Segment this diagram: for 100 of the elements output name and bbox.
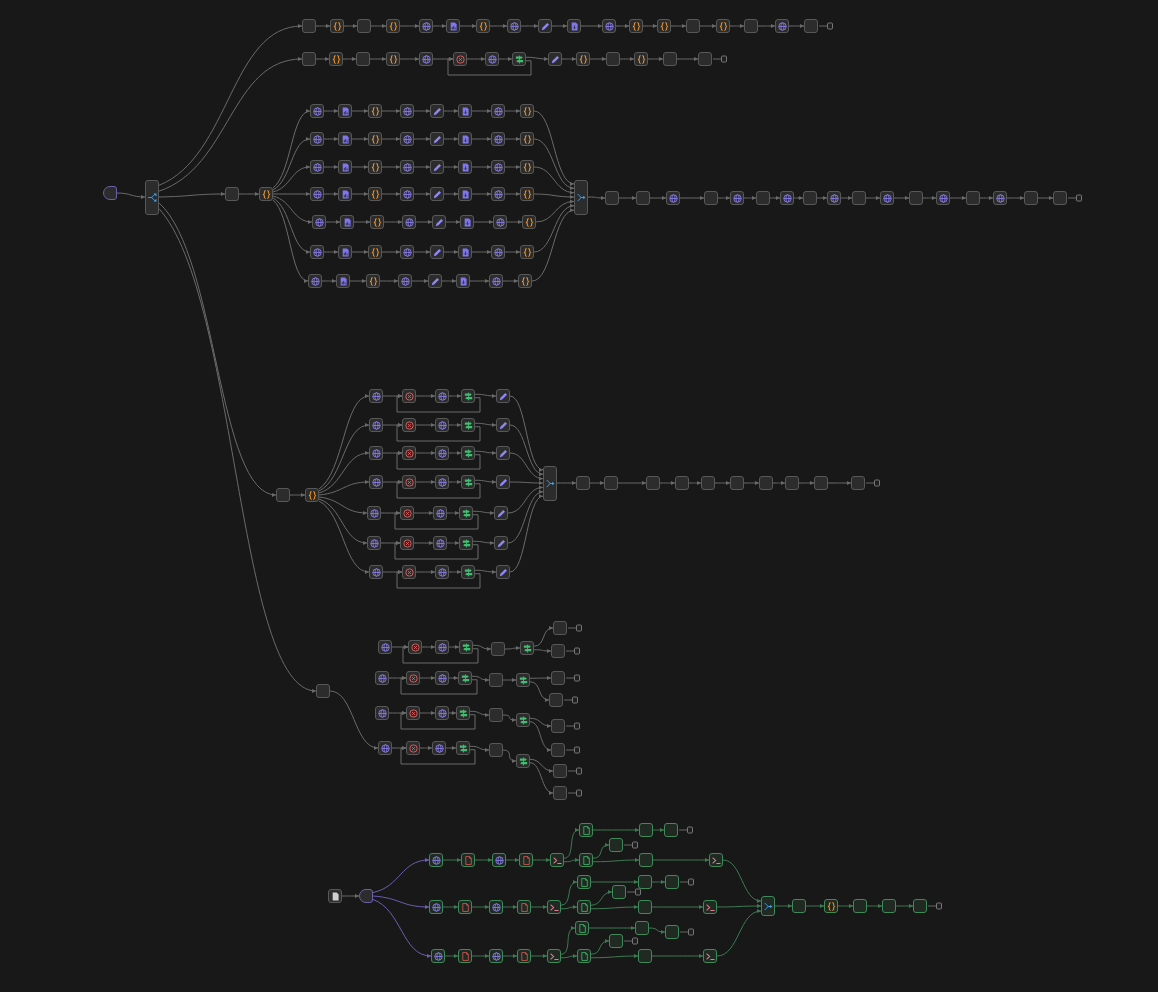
connector-arrow: [448, 675, 459, 681]
trigger-node: [359, 889, 373, 903]
connector-arrow: [419, 675, 436, 681]
connector-arrow: [432, 23, 447, 29]
connector-arrow: [448, 644, 460, 650]
connector-arrow: [399, 23, 420, 29]
workflow-node: [356, 52, 370, 66]
connector-arrow: [323, 191, 339, 197]
connector-arrow: [381, 136, 401, 142]
connector-arrow: [400, 745, 476, 765]
connector-arrow: [688, 480, 702, 486]
connector-arrow: [272, 195, 313, 224]
workflow-node: [553, 621, 567, 635]
connector-arrow: [533, 648, 552, 654]
connector-arrow: [318, 423, 370, 492]
connector-arrow: [489, 23, 508, 29]
connector-arrow: [318, 451, 370, 494]
connector-arrow: [399, 56, 420, 62]
connector-arrow: [535, 199, 575, 223]
connector-arrow: [443, 191, 459, 197]
connector-arrow: [415, 479, 436, 485]
workflow-node: [636, 191, 650, 205]
connector-arrow: [353, 219, 371, 225]
connector-arrow: [394, 540, 479, 560]
connector-arrow: [323, 249, 339, 255]
workflow-node: [1024, 191, 1038, 205]
workflow-node: [759, 476, 773, 490]
connector-arrow: [949, 195, 967, 201]
connector-arrow: [533, 626, 554, 647]
connector-arrow: [647, 56, 664, 62]
connector-arrow: [798, 480, 815, 486]
connector-arrow: [507, 485, 544, 514]
workflow-node: [553, 786, 567, 800]
workflow-node: [551, 719, 565, 733]
connector-arrow: [590, 879, 639, 885]
connector-arrow: [349, 278, 367, 284]
connector-arrow: [757, 23, 776, 29]
connector-arrow: [651, 953, 704, 959]
connector-arrow: [788, 23, 805, 29]
connector-arrow: [615, 23, 630, 29]
connector-arrow: [351, 191, 369, 197]
workflow-node: [549, 693, 563, 707]
switch-node: [145, 179, 159, 215]
connector-arrow: [469, 710, 490, 718]
connector-arrow: [589, 56, 607, 62]
connector-arrow: [351, 136, 369, 142]
connector-arrow: [529, 717, 552, 728]
connector-arrow: [774, 903, 793, 909]
connector-arrow: [272, 165, 311, 193]
connector-arrow: [443, 249, 459, 255]
workflow-node: [882, 899, 896, 913]
connector-arrow: [619, 56, 635, 62]
connector-arrow: [618, 195, 637, 201]
connector-arrow: [413, 108, 431, 114]
connector-arrow: [400, 710, 476, 730]
connector-arrow: [471, 675, 490, 683]
connector-arrow: [413, 191, 431, 197]
workflow-node: [635, 921, 649, 935]
connector-arrow: [396, 422, 481, 442]
workflow-node: [609, 934, 623, 948]
connector-arrow: [381, 164, 401, 170]
connector-arrow: [318, 496, 368, 516]
connector-arrow: [158, 208, 317, 692]
connector-arrow: [506, 219, 523, 225]
connector-arrow: [769, 195, 781, 201]
connector-arrow: [729, 23, 745, 29]
connector-arrow: [381, 249, 401, 255]
connector-arrow: [533, 193, 575, 200]
connector-arrow: [318, 394, 370, 490]
connector-arrow: [447, 56, 532, 76]
connector-arrow: [529, 681, 550, 702]
connector-arrow: [556, 480, 577, 486]
connector-arrow: [466, 56, 486, 62]
connector-arrow: [459, 23, 477, 29]
connector-arrow: [323, 108, 339, 114]
connector-arrow: [502, 714, 517, 723]
workflow-node: [814, 476, 828, 490]
connector-arrow: [580, 23, 603, 29]
connector-arrow: [509, 424, 544, 476]
connector-arrow: [448, 393, 462, 399]
connector-arrow: [443, 108, 459, 114]
connector-arrow: [415, 422, 436, 428]
connector-arrow: [445, 745, 457, 751]
connector-arrow: [471, 904, 490, 910]
workflow-node: [704, 191, 718, 205]
connector-arrow: [372, 895, 430, 910]
workflow-node: [851, 476, 865, 490]
connector-arrow: [472, 540, 495, 546]
workflow-node: [686, 19, 700, 33]
connector-arrow: [469, 278, 490, 284]
merge-node: [761, 896, 775, 916]
connector-arrow: [419, 745, 433, 751]
connector-arrow: [509, 480, 544, 486]
connector-arrow: [590, 939, 610, 955]
connector-arrow: [413, 249, 431, 255]
connector-arrow: [525, 56, 549, 62]
connector-arrow: [504, 164, 521, 170]
connector-arrow: [652, 827, 665, 833]
connector-arrow: [272, 199, 309, 282]
connector-arrow: [509, 452, 544, 481]
